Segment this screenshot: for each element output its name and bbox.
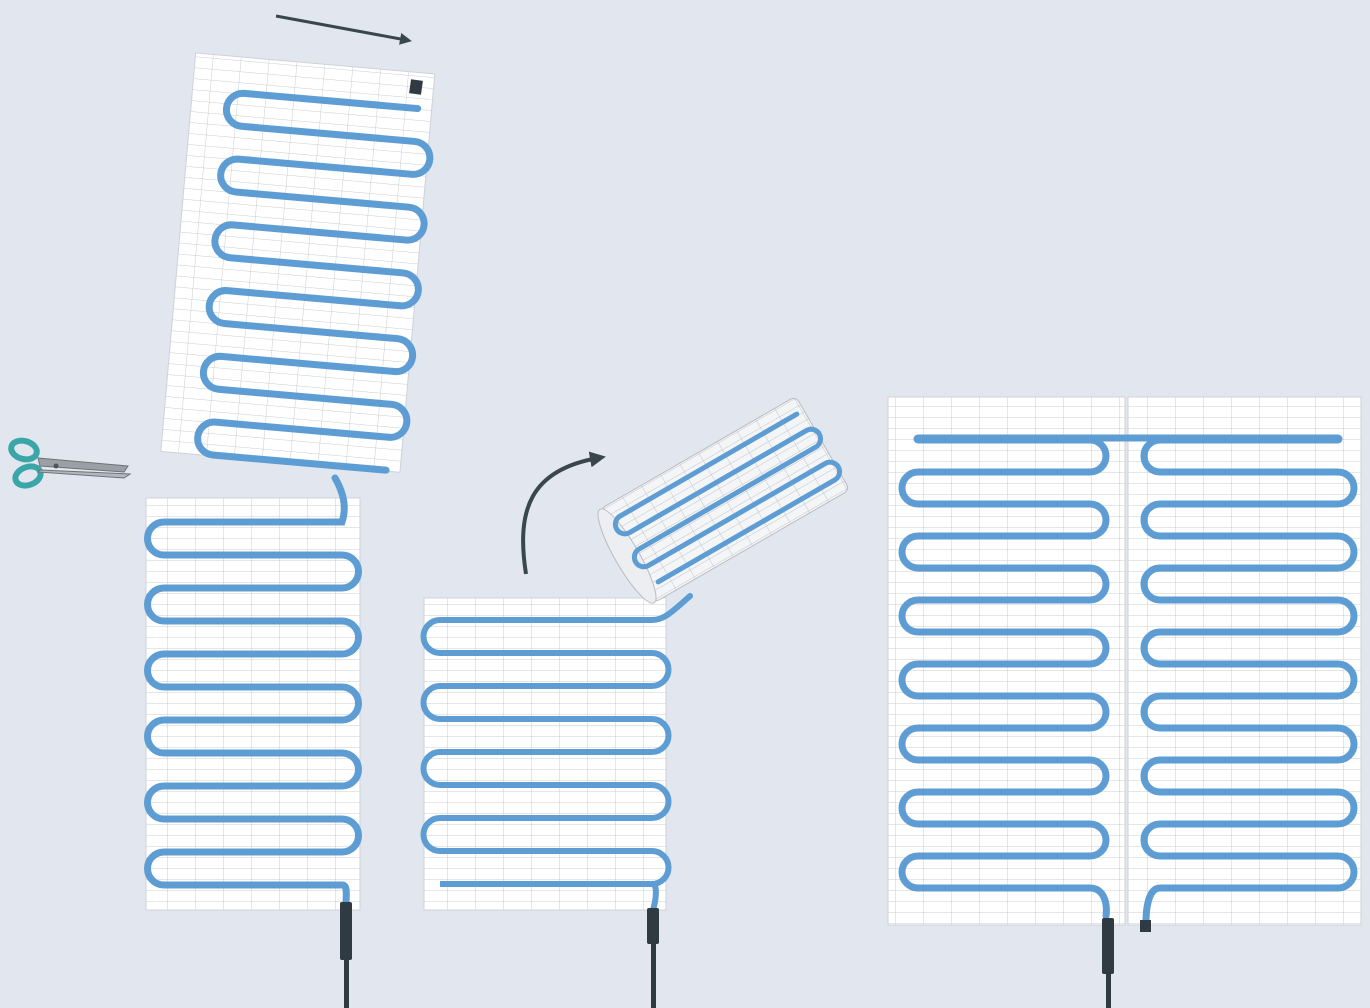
- curved-arrow-icon: [521, 451, 606, 575]
- cable-end-cap: [1140, 920, 1151, 932]
- heating-cable-roll: [612, 411, 843, 585]
- heating-cable-rolled-mat: [420, 593, 693, 913]
- cut-mat-bottom: [145, 497, 361, 911]
- cable-end-cap: [409, 79, 423, 95]
- arrow-right-icon: [275, 14, 412, 45]
- rolled-mat-roll: [597, 397, 849, 604]
- power-cable-icon: [340, 902, 352, 1008]
- power-cable-icon: [647, 908, 659, 1008]
- heating-cable-cut-mat: [144, 474, 362, 909]
- scissors-icon: [8, 437, 132, 489]
- heating-cable-split-mat: [898, 434, 1358, 926]
- power-cable-icon: [1102, 918, 1114, 1008]
- heating-cable-top-section: [194, 89, 434, 474]
